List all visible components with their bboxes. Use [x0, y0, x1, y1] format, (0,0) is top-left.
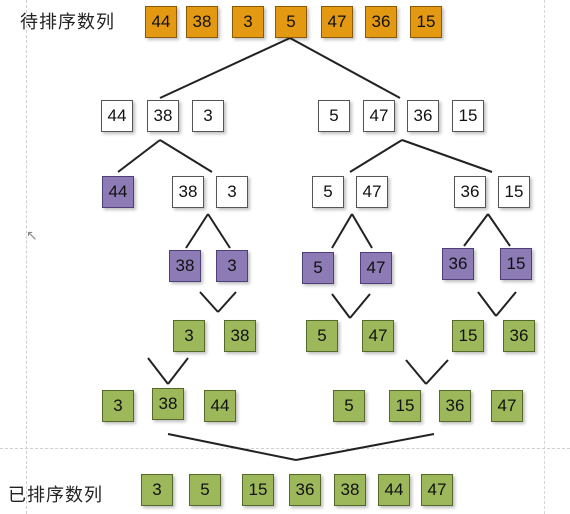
box-merged: 47: [491, 390, 523, 422]
box-leaf: 3: [216, 250, 248, 282]
guide-line-vertical-right: [544, 0, 545, 514]
box-leaf: 47: [360, 252, 392, 284]
box-leaf: 15: [500, 248, 532, 280]
box-merged: 36: [503, 320, 535, 352]
pointer-cursor-icon: ↖: [26, 228, 38, 244]
box-leaf: 44: [102, 176, 134, 208]
connector: [495, 291, 517, 317]
connector: [185, 213, 209, 249]
box-merged: 5: [333, 390, 365, 422]
box-split: 5: [312, 176, 344, 208]
connector: [159, 37, 291, 99]
box-split: 38: [172, 176, 204, 208]
box-merged: 3: [173, 320, 205, 352]
connector: [477, 291, 497, 317]
connector: [401, 139, 493, 173]
box-leaf: 38: [169, 250, 201, 282]
connector: [405, 359, 427, 385]
unsorted-label: 待排序数列: [20, 12, 115, 33]
connector: [351, 213, 373, 249]
connector: [487, 213, 511, 247]
box-leaf: 36: [442, 248, 474, 280]
connector: [167, 433, 297, 461]
connector: [217, 291, 237, 313]
box-split: 47: [356, 176, 388, 208]
box-split: 3: [216, 176, 248, 208]
connector: [289, 37, 401, 99]
box-merged: 15: [452, 320, 484, 352]
guide-line-horizontal: [0, 448, 570, 449]
connector: [463, 213, 489, 247]
box-sorted: 44: [378, 474, 410, 506]
connector: [199, 291, 219, 313]
box-split: 44: [101, 100, 133, 132]
box-merged: 5: [306, 320, 338, 352]
box-merged: 44: [204, 390, 236, 422]
sorted-label: 已排序数列: [8, 485, 103, 506]
box-sorted: 38: [334, 474, 366, 506]
box-merged: 38: [152, 388, 184, 420]
connector: [349, 293, 371, 319]
box-sorted: 5: [189, 474, 221, 506]
connector: [159, 139, 213, 173]
box-merged: 38: [224, 320, 256, 352]
connector: [295, 433, 435, 461]
connector: [349, 139, 403, 173]
connector: [147, 357, 169, 385]
box-split: 47: [363, 100, 395, 132]
connector: [117, 139, 161, 173]
connector: [331, 293, 351, 319]
box-sorted: 3: [141, 474, 173, 506]
box-unsorted: 36: [365, 6, 397, 38]
box-merged: 47: [362, 320, 394, 352]
box-unsorted: 3: [232, 6, 264, 38]
box-sorted: 15: [242, 474, 274, 506]
connector: [425, 359, 449, 385]
guide-line-vertical-left: [26, 0, 27, 514]
box-split: 36: [407, 100, 439, 132]
box-unsorted: 15: [410, 6, 442, 38]
box-unsorted: 47: [321, 6, 353, 38]
box-merged: 15: [389, 390, 421, 422]
box-unsorted: 44: [145, 6, 177, 38]
box-merged: 3: [102, 390, 134, 422]
connector: [331, 213, 353, 249]
box-unsorted: 38: [186, 6, 218, 38]
box-sorted: 47: [421, 474, 453, 506]
connector: [207, 213, 231, 249]
box-merged: 36: [439, 390, 471, 422]
box-split: 15: [498, 176, 530, 208]
box-split: 38: [147, 100, 179, 132]
box-split: 3: [192, 100, 224, 132]
box-split: 5: [318, 100, 350, 132]
box-split: 36: [454, 176, 486, 208]
box-sorted: 36: [289, 474, 321, 506]
box-unsorted: 5: [275, 6, 307, 38]
box-split: 15: [452, 100, 484, 132]
box-leaf: 5: [302, 252, 334, 284]
connector: [167, 357, 189, 385]
